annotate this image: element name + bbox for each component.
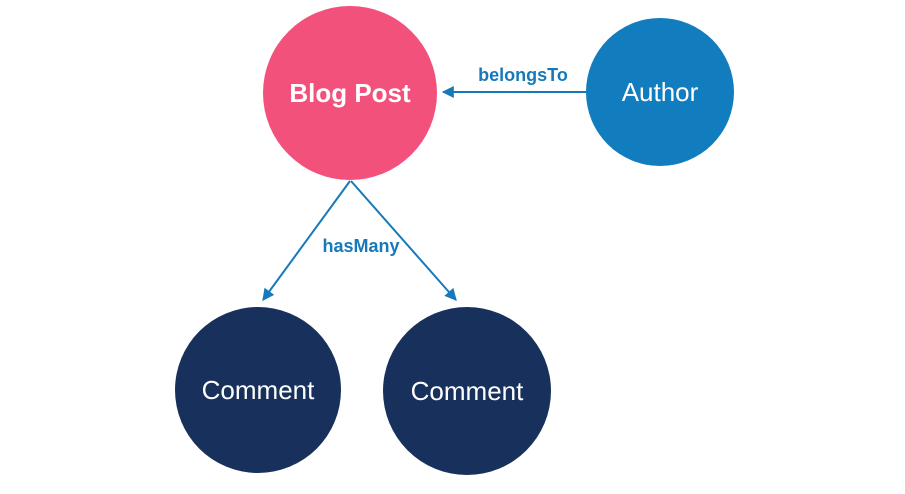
hasmany-arrow-left [262,180,351,301]
author-label: Author [622,77,699,107]
comment-label-1: Comment [202,375,315,405]
comment-label-2: Comment [411,376,524,406]
belongsto-edge-label: belongsTo [478,65,568,85]
comment-node-2 [383,307,551,475]
hasmany-edge-label: hasMany [322,236,399,256]
blog-post-label: Blog Post [289,78,411,108]
blog-post-node [263,6,437,180]
comment-node-1 [175,307,341,473]
hasmany-arrow-right [350,180,457,301]
author-node [586,18,734,166]
